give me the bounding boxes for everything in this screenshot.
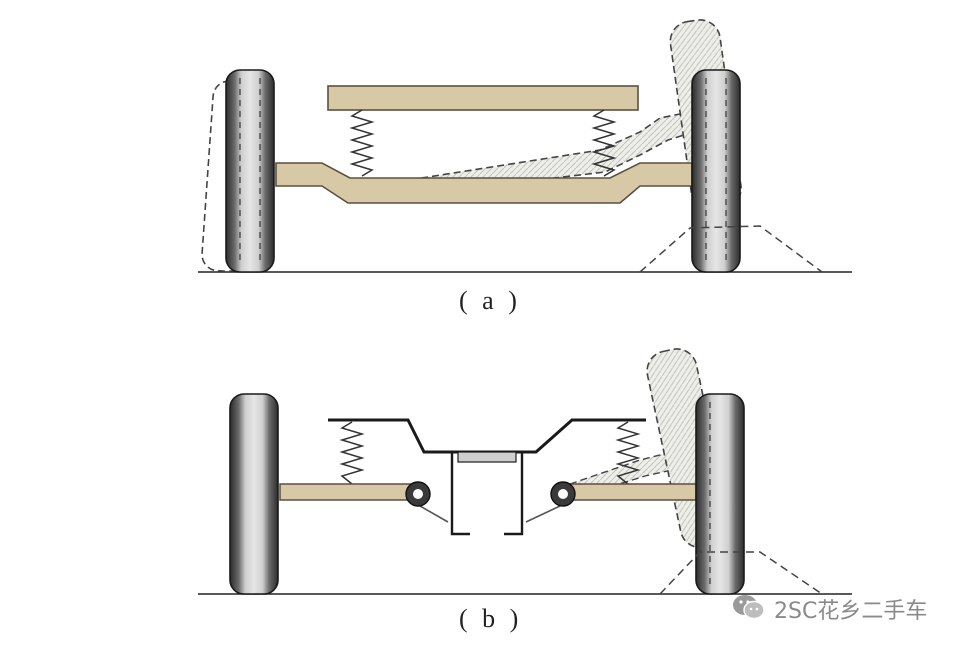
spring-right-b: [615, 421, 641, 485]
spring-left-a: [349, 109, 375, 177]
wheel-left-a: [225, 69, 275, 273]
spring-right-a: [591, 109, 617, 177]
panel-a: [198, 19, 852, 273]
wheel-right-a: [691, 69, 741, 273]
swing-arm-right-b: [561, 483, 697, 501]
pivot-left-b-hub: [413, 489, 423, 499]
swing-arm-left-b: [279, 483, 419, 501]
wheel-right-b: [695, 393, 745, 595]
wheel-left-b: [229, 393, 279, 595]
caption-b: ( b ): [459, 604, 523, 633]
vehicle-body-a: [327, 85, 639, 111]
panel-b: [198, 348, 852, 595]
projection-lines-b: [659, 551, 823, 595]
center-frame-b-2: [504, 452, 524, 536]
frame-cap-b: [457, 451, 517, 463]
projection-lines-a: [639, 225, 823, 273]
watermark: 2SC花乡二手车: [732, 594, 927, 624]
watermark-text: 2SC花乡二手车: [774, 599, 928, 624]
vehicle-body-b: [328, 418, 646, 454]
caption-a: ( a ): [459, 286, 521, 315]
center-frame-b: [450, 452, 470, 536]
link-right-b: [525, 505, 561, 523]
link-left-b: [419, 505, 449, 523]
wechat-icon: [732, 593, 766, 626]
spring-left-b: [339, 421, 365, 485]
pivot-right-b-hub: [558, 489, 568, 499]
